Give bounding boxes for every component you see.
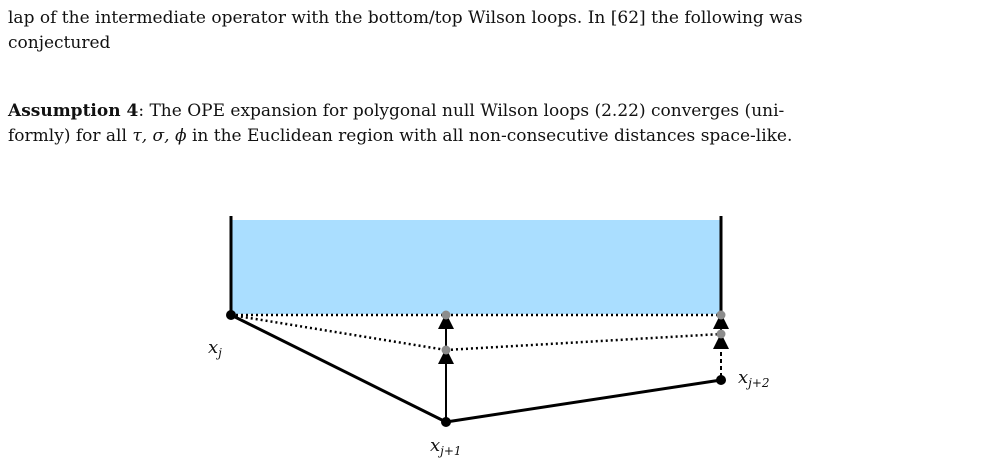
assumption-line-2-prefix: formly) for all xyxy=(8,126,133,146)
middle-left-dotted-edge xyxy=(230,313,447,352)
vertex-xj xyxy=(226,310,236,320)
assumption-variables: τ, σ, ϕ xyxy=(132,126,187,146)
vertex-xj-plus-1 xyxy=(441,417,451,427)
bottom-right-solid-edge xyxy=(445,378,722,424)
middle-gray-point xyxy=(441,345,451,355)
right-middle-gray-point xyxy=(716,329,726,339)
assumption-line-1-text: : The OPE expansion for polygonal null W… xyxy=(138,101,785,121)
assumption-paragraph: Assumption 4: The OPE expansion for poly… xyxy=(8,99,983,149)
right-top-gray-point xyxy=(716,310,726,320)
label-xj-base: x xyxy=(208,337,219,358)
label-xj-plus-2-base: x xyxy=(738,367,749,388)
paragraph-top-line-2: conjectured xyxy=(8,33,111,53)
label-xj-plus-2-subscript: j+2 xyxy=(748,376,770,390)
label-xj-plus-1: xj+1 xyxy=(430,435,462,458)
label-xj: xj xyxy=(208,337,222,360)
wilson-loop-figure: xj xj+1 xj+2 xyxy=(0,205,990,461)
vertex-xj-plus-2 xyxy=(716,375,726,385)
assumption-line-2: formly) for all τ, σ, ϕ in the Euclidean… xyxy=(8,124,983,149)
wilson-loop-diagram xyxy=(226,216,729,427)
middle-right-dotted-edge xyxy=(445,332,722,352)
label-xj-plus-1-base: x xyxy=(430,435,441,456)
paragraph-top: lap of the intermediate operator with th… xyxy=(8,6,983,56)
label-xj-plus-1-subscript: j+1 xyxy=(440,444,462,458)
assumption-line-2-suffix: in the Euclidean region with all non-con… xyxy=(186,126,793,146)
middle-top-gray-point xyxy=(441,310,451,320)
shaded-region xyxy=(231,220,721,314)
label-xj-plus-2: xj+2 xyxy=(738,367,770,390)
assumption-label: Assumption 4 xyxy=(8,101,139,121)
assumption-line-1: Assumption 4: The OPE expansion for poly… xyxy=(8,99,983,124)
bottom-left-solid-edge xyxy=(230,313,447,424)
paragraph-top-line-1: lap of the intermediate operator with th… xyxy=(8,6,983,31)
label-xj-subscript: j xyxy=(218,346,222,360)
paragraph-top-line-1-text: lap of the intermediate operator with th… xyxy=(8,8,803,28)
